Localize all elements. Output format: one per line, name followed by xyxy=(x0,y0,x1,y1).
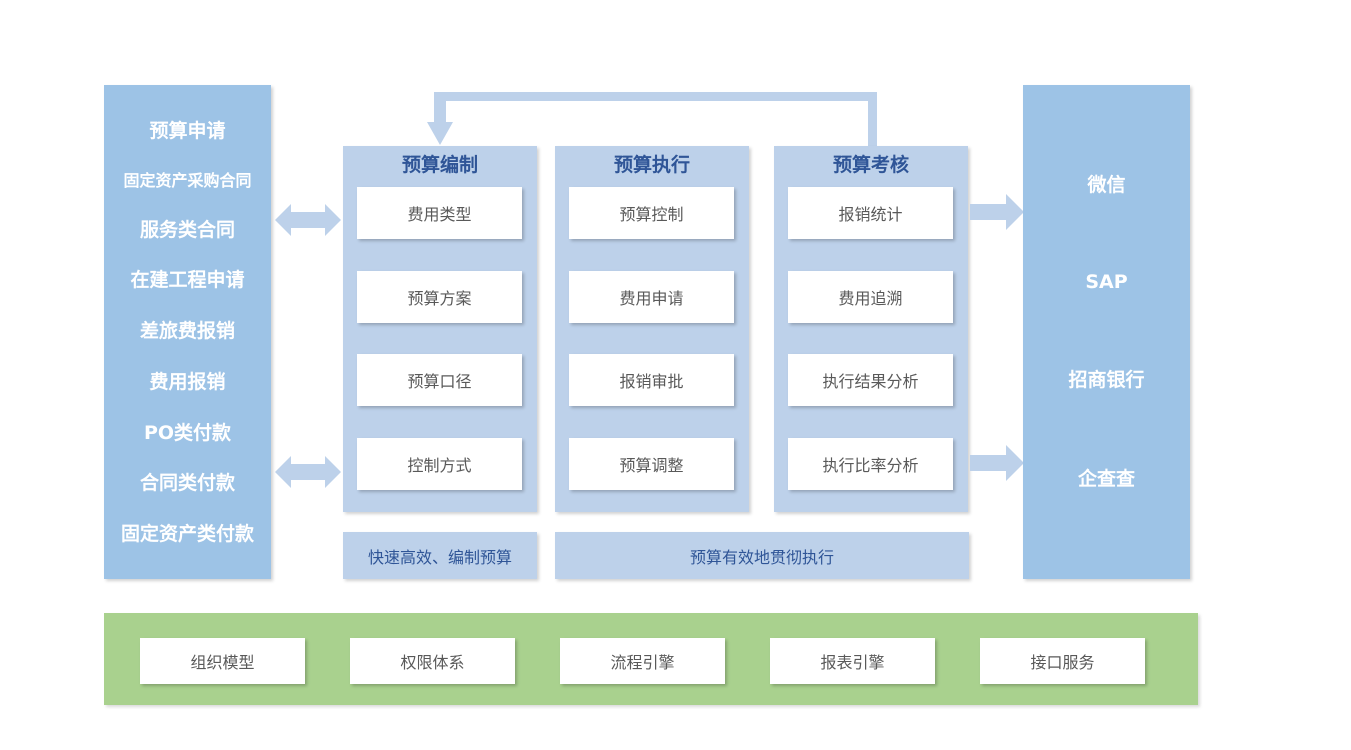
column-title: 预算编制 xyxy=(401,154,478,176)
source-item: 固定资产采购合同 xyxy=(123,171,252,190)
column-title: 预算执行 xyxy=(613,154,690,176)
footer-compile-goal: 快速高效、编制预算 xyxy=(343,532,537,579)
source-item: PO类付款 xyxy=(143,422,232,444)
source-item: 费用报销 xyxy=(149,371,226,393)
platform-module[interactable]: 报表引擎 xyxy=(770,638,935,684)
function-card[interactable]: 预算调整 xyxy=(569,438,734,490)
platform-module[interactable]: 接口服务 xyxy=(980,638,1145,684)
source-item: 合同类付款 xyxy=(139,472,235,494)
integration-item: 微信 xyxy=(1087,174,1126,196)
function-card[interactable]: 预算口径 xyxy=(357,354,522,406)
function-card[interactable]: 报销审批 xyxy=(569,354,734,406)
double-arrow-lower xyxy=(275,456,341,488)
source-item: 在建工程申请 xyxy=(130,269,245,291)
function-card[interactable]: 执行比率分析 xyxy=(788,438,953,490)
source-business-panel: 预算申请 固定资产采购合同 服务类合同 在建工程申请 差旅费报销 费用报销 PO… xyxy=(104,85,271,579)
column-title: 预算考核 xyxy=(832,154,909,176)
platform-module[interactable]: 权限体系 xyxy=(350,638,515,684)
right-arrow-upper xyxy=(970,194,1024,230)
column-budget-execute: 预算执行 预算控制 费用申请 报销审批 预算调整 xyxy=(555,146,749,512)
platform-module[interactable]: 组织模型 xyxy=(140,638,305,684)
integration-item: SAP xyxy=(1085,271,1128,293)
integration-panel: 微信 SAP 招商银行 企查查 xyxy=(1023,85,1190,579)
source-item: 预算申请 xyxy=(149,120,226,142)
right-arrow-lower xyxy=(970,445,1024,481)
column-budget-compile: 预算编制 费用类型 预算方案 预算口径 控制方式 xyxy=(343,146,537,512)
platform-bar: 组织模型 权限体系 流程引擎 报表引擎 接口服务 xyxy=(104,613,1198,705)
source-item: 服务类合同 xyxy=(139,219,235,241)
function-card[interactable]: 报销统计 xyxy=(788,187,953,239)
platform-module[interactable]: 流程引擎 xyxy=(560,638,725,684)
source-item: 固定资产类付款 xyxy=(120,523,254,545)
double-arrow-upper xyxy=(275,204,341,236)
source-item: 差旅费报销 xyxy=(139,320,235,342)
function-card[interactable]: 预算控制 xyxy=(569,187,734,239)
function-card[interactable]: 控制方式 xyxy=(357,438,522,490)
function-card[interactable]: 费用申请 xyxy=(569,271,734,323)
column-budget-assess: 预算考核 报销统计 费用追溯 执行结果分析 执行比率分析 xyxy=(774,146,968,512)
footer-execute-goal: 预算有效地贯彻执行 xyxy=(555,532,969,579)
integration-item: 招商银行 xyxy=(1068,369,1145,391)
function-card[interactable]: 预算方案 xyxy=(357,271,522,323)
function-card[interactable]: 费用追溯 xyxy=(788,271,953,323)
function-card[interactable]: 费用类型 xyxy=(357,187,522,239)
integration-item: 企查查 xyxy=(1077,468,1135,490)
function-card[interactable]: 执行结果分析 xyxy=(788,354,953,406)
